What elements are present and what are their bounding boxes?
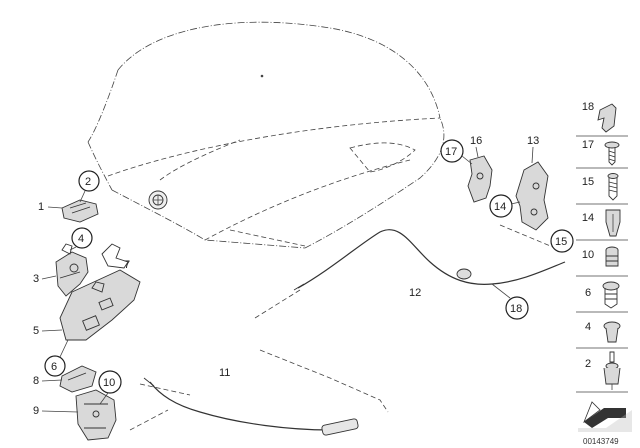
legend-label-14: 14 (582, 212, 594, 224)
part-hood-catch-1 (61, 199, 99, 223)
part-lower-lock-9 (75, 389, 117, 441)
legend-label-15: 15 (582, 176, 594, 188)
part-spring-7 (101, 243, 129, 269)
part-cover-8 (59, 365, 97, 393)
part-lever-16 (467, 155, 493, 203)
callout-2: 2 (85, 176, 91, 188)
callout-15: 15 (555, 236, 567, 248)
part-bowden-cable-11 (129, 349, 389, 436)
callout-5: 5 (33, 325, 39, 337)
legend-part-14-clip-icon (605, 209, 621, 237)
callout-2-circle (78, 170, 100, 192)
callout-10-circle (98, 370, 122, 394)
part-bracket-13 (515, 161, 549, 231)
callout-4: 4 (78, 233, 84, 245)
callout-17-circle (440, 139, 464, 163)
legend-part-2-stopper-icon (603, 351, 621, 390)
callout-3: 3 (33, 273, 39, 285)
callout-8: 8 (33, 375, 39, 387)
callout-18-circle (505, 296, 529, 320)
callout-7: 7 (124, 259, 130, 271)
part-bowden-cable-12 (254, 224, 566, 319)
callout-13: 13 (527, 135, 539, 147)
legend-label-10: 10 (582, 249, 594, 261)
callout-14: 14 (494, 201, 506, 213)
part-hood-lock-3 (55, 251, 89, 297)
legend-label-18: 18 (582, 101, 594, 113)
fastener-legend: 18 17 15 14 10 6 (576, 101, 632, 432)
callout-1: 1 (38, 201, 44, 213)
callout-9: 9 (33, 405, 39, 417)
callout-4-circle (71, 227, 93, 249)
callout-6: 6 (51, 361, 57, 373)
legend-part-6-bolt-icon (602, 281, 620, 309)
callout-17: 17 (445, 146, 457, 158)
part-hood-lock-bracket-5 (59, 269, 141, 341)
callout-6-circle (44, 355, 66, 377)
hood-outline (87, 21, 445, 249)
legend-part-10-nut-icon (605, 246, 619, 267)
callout-11: 11 (219, 367, 230, 379)
hood-emblem (148, 190, 168, 210)
legend-label-17: 17 (582, 139, 594, 151)
callout-18: 18 (510, 303, 522, 315)
legend-label-4: 4 (585, 321, 591, 333)
part-clip-4 (61, 243, 73, 255)
orientation-arrow-icon (578, 401, 632, 432)
callout-12: 12 (409, 287, 421, 299)
callout-14-circle (489, 194, 513, 218)
legend-part-4-grommet-icon (603, 321, 621, 343)
legend-part-15-screw-icon (607, 173, 619, 201)
callout-16: 16 (470, 135, 482, 147)
callout-15-circle (550, 229, 574, 253)
legend-part-18-icon (597, 103, 617, 133)
legend-label-6: 6 (585, 287, 591, 299)
legend-label-2: 2 (585, 358, 591, 370)
legend-part-17-screw-icon (604, 141, 620, 166)
callout-10: 10 (103, 377, 115, 389)
document-id: 00143749 (583, 437, 619, 446)
